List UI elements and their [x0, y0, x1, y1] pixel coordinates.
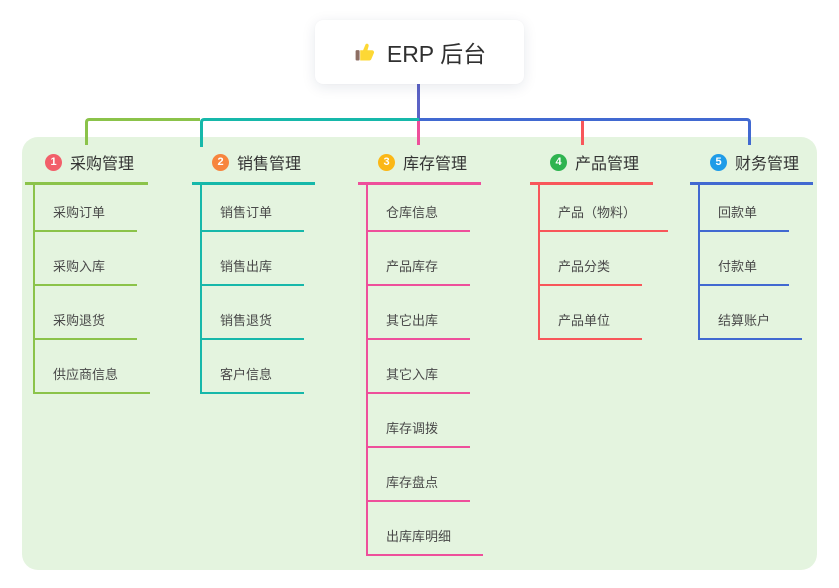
leaf-node-label: 客户信息	[220, 367, 273, 382]
leaf-node[interactable]: 销售出库	[202, 232, 305, 286]
leaf-node-label: 采购退货	[53, 313, 106, 328]
thumbs-up-icon	[353, 40, 377, 64]
leaf-node-label: 采购订单	[53, 205, 106, 220]
leaf-node[interactable]: 产品单位	[540, 286, 643, 340]
leaf-node-label: 出库库明细	[386, 529, 452, 544]
leaf-node[interactable]: 其它入库	[368, 340, 471, 394]
leaf-node[interactable]: 销售退货	[202, 286, 305, 340]
leaf-node[interactable]: 客户信息	[202, 340, 305, 394]
leaf-node-label: 其它出库	[386, 313, 439, 328]
leaf-node-label: 采购入库	[53, 259, 106, 274]
leaf-node-label: 付款单	[718, 259, 758, 274]
leaf-node-label: 产品单位	[558, 313, 611, 328]
mindmap-canvas	[22, 137, 817, 570]
leaf-node-label: 库存盘点	[386, 475, 439, 490]
leaf-node-label: 库存调拨	[386, 421, 439, 436]
branch-item-list: 产品（物料） 产品分类产品单位	[538, 185, 669, 340]
leaf-node-label: 供应商信息	[53, 367, 119, 382]
leaf-node[interactable]: 库存盘点	[368, 448, 471, 502]
branch-财务管理: 5 财务管理 回款单付款单结算账户	[690, 150, 814, 340]
leaf-node-label: 销售订单	[220, 205, 273, 220]
branch-node[interactable]: 5 财务管理	[690, 150, 814, 185]
leaf-node-label: 产品（物料）	[558, 205, 637, 220]
leaf-node-label: 回款单	[718, 205, 758, 220]
leaf-node[interactable]: 回款单	[700, 185, 790, 232]
leaf-node-label: 产品库存	[386, 259, 439, 274]
branch-item-list: 仓库信息产品库存其它出库其它入库库存调拨库存盘点出库库明细	[366, 185, 484, 556]
branch-item-list: 回款单付款单结算账户	[698, 185, 813, 340]
bus-elbow-purchase	[85, 118, 200, 145]
branch-node[interactable]: 3 库存管理	[358, 150, 482, 185]
branch-label: 财务管理	[735, 156, 800, 173]
leaf-node-label: 其它入库	[386, 367, 439, 382]
branch-销售管理: 2 销售管理 销售订单销售出库销售退货客户信息	[192, 150, 316, 394]
leaf-node-label: 销售退货	[220, 313, 273, 328]
leaf-node[interactable]: 结算账户	[700, 286, 803, 340]
leaf-node[interactable]: 产品分类	[540, 232, 643, 286]
root-node[interactable]: ERP 后台	[315, 20, 524, 84]
root-node-label: ERP 后台	[386, 41, 487, 67]
branch-node[interactable]: 2 销售管理	[192, 150, 316, 185]
branch-number-badge: 5	[710, 153, 727, 171]
leaf-node-label: 销售出库	[220, 259, 273, 274]
branch-node[interactable]: 1 采购管理	[25, 150, 149, 185]
leaf-node[interactable]: 采购订单	[35, 185, 138, 232]
leaf-node[interactable]: 供应商信息	[35, 340, 151, 394]
branch-产品管理: 4 产品管理 产品（物料） 产品分类产品单位	[530, 150, 669, 340]
leaf-node[interactable]: 付款单	[700, 232, 790, 286]
drop-line-inventory	[417, 121, 420, 145]
branch-number-badge: 2	[212, 153, 229, 171]
branch-label: 销售管理	[237, 156, 302, 173]
root-stem-line	[417, 84, 420, 119]
leaf-node[interactable]: 采购退货	[35, 286, 138, 340]
leaf-node[interactable]: 产品（物料）	[540, 185, 669, 232]
leaf-node-label: 产品分类	[558, 259, 611, 274]
leaf-node[interactable]: 出库库明细	[368, 502, 484, 556]
branch-item-list: 销售订单销售出库销售退货客户信息	[200, 185, 315, 394]
branch-label: 产品管理	[575, 156, 640, 173]
branch-number-badge: 4	[550, 153, 567, 171]
leaf-node[interactable]: 库存调拨	[368, 394, 471, 448]
leaf-node[interactable]: 采购入库	[35, 232, 138, 286]
branch-number-badge: 1	[45, 153, 62, 171]
leaf-node[interactable]: 仓库信息	[368, 185, 471, 232]
leaf-node[interactable]: 销售订单	[202, 185, 305, 232]
drop-line-product	[581, 121, 584, 145]
leaf-node[interactable]: 产品库存	[368, 232, 471, 286]
branch-item-list: 采购订单采购入库采购退货供应商信息	[33, 185, 151, 394]
branch-label: 采购管理	[70, 156, 135, 173]
bus-elbow-finance	[419, 118, 751, 145]
branch-number-badge: 3	[378, 153, 395, 171]
branch-采购管理: 1 采购管理 采购订单采购入库采购退货供应商信息	[25, 150, 151, 394]
branch-label: 库存管理	[403, 156, 468, 173]
leaf-node-label: 结算账户	[718, 313, 771, 328]
branch-库存管理: 3 库存管理 仓库信息产品库存其它出库其它入库库存调拨库存盘点出库库明细	[358, 150, 484, 556]
branch-node[interactable]: 4 产品管理	[530, 150, 654, 185]
leaf-node[interactable]: 其它出库	[368, 286, 471, 340]
leaf-node-label: 仓库信息	[386, 205, 439, 220]
bus-elbow-sales	[200, 118, 419, 147]
